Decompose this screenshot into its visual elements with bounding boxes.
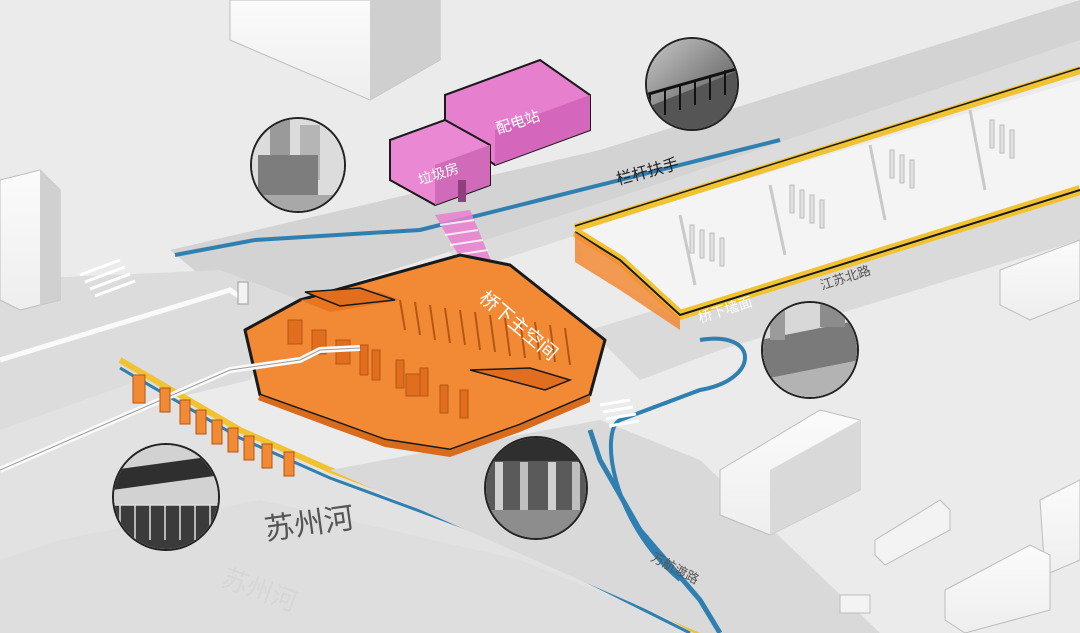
photo-power-station [250, 117, 346, 213]
right-curb [608, 336, 747, 582]
photo-railing [645, 37, 739, 131]
bridge-deck [170, 0, 1080, 300]
wanhang-road [330, 420, 880, 633]
power-station-building [389, 58, 591, 207]
white-pipe-outline [0, 347, 361, 471]
photo-bridge-wall [761, 301, 859, 399]
building-left-side [40, 170, 60, 305]
bridge-deck-edge [174, 138, 781, 257]
photo-riverside [112, 443, 220, 551]
wanhang-road-edge [587, 429, 723, 633]
left-road [0, 270, 300, 440]
photo-under-bridge [484, 436, 588, 540]
building-top-left-side [370, 0, 440, 100]
river-bollards [132, 374, 295, 477]
under-bridge-wall-area [572, 66, 1080, 330]
under-bridge-main-space [243, 253, 607, 457]
pipe-support [237, 281, 249, 305]
right-buildings [719, 239, 1080, 633]
crosswalk-left [79, 258, 136, 298]
crosswalk-wanhang [599, 398, 640, 428]
